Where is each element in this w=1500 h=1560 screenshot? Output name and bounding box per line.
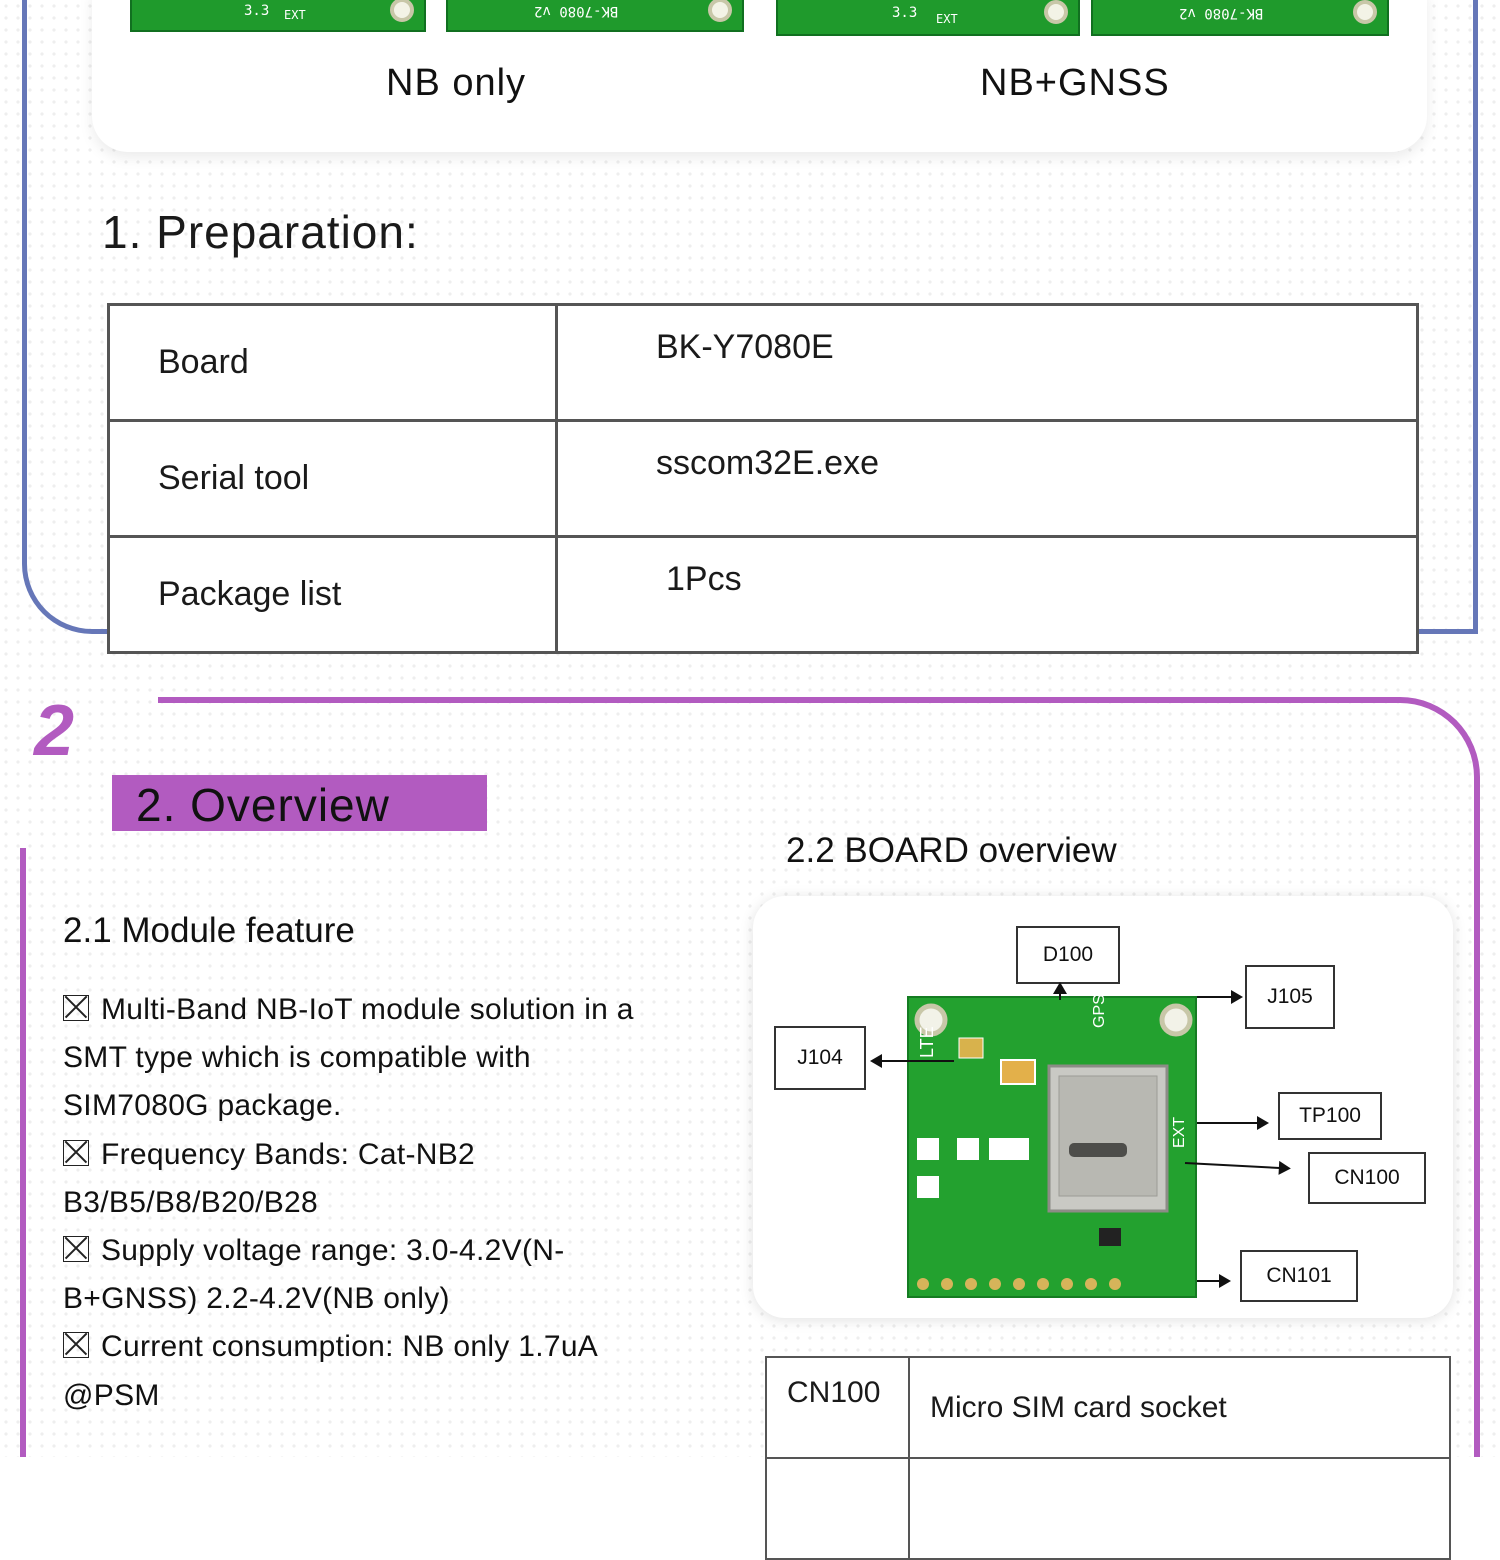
pcb-silk-ext: EXT: [1171, 1116, 1188, 1148]
caption-nb-only: NB only: [386, 62, 527, 104]
preparation-heading: 1. Preparation:: [102, 206, 419, 258]
table-row: Serial tool sscom32E.exe: [107, 419, 1419, 538]
pcb-silk-label: BK-7080 v2: [1179, 5, 1264, 21]
label-j104: J104: [774, 1026, 866, 1090]
table-value: 1Pcs: [555, 535, 1419, 654]
section2-frame-left: [20, 848, 26, 1457]
label-cn101: CN101: [1240, 1250, 1358, 1302]
checkbox-cross-icon: [63, 1332, 89, 1359]
table-row: [765, 1457, 1451, 1560]
table-key: Serial tool: [107, 419, 558, 538]
preparation-table: Board BK-Y7080E Serial tool sscom32E.exe…: [107, 303, 1419, 654]
table-value: [908, 1457, 1451, 1560]
feature-text: Multi-Band NB-IoT module solution in a S…: [63, 993, 634, 1123]
pcb-photo-nb-gnss-1: 3.3 EXT: [776, 0, 1080, 36]
label-d100: D100: [1016, 926, 1120, 984]
table-key: CN100: [765, 1356, 910, 1459]
table-value: Micro SIM card socket: [908, 1356, 1451, 1459]
board-components-illustration: [914, 1003, 1193, 1290]
overview-title: 2. Overview: [136, 779, 390, 831]
feature-text: Current consumption: NB only 1.7uA @PSM: [63, 1330, 597, 1412]
list-item: Current consumption: NB only 1.7uA @PSM: [63, 1323, 643, 1419]
section-number: 2: [34, 691, 75, 771]
arrow-left-icon: [870, 1054, 954, 1068]
table-row: Board BK-Y7080E: [107, 303, 1419, 422]
checkbox-cross-icon: [63, 995, 89, 1021]
connector-table: CN100 Micro SIM card socket: [765, 1356, 1451, 1560]
mounting-hole-icon: [1353, 0, 1377, 24]
pcb-silk-label: 3.3: [244, 3, 270, 19]
board-photo: LTE GPS EXT: [907, 994, 1197, 1298]
list-item: Supply voltage range: 3.0-4.2V(N-B+GNSS)…: [63, 1227, 643, 1323]
arrow-right-icon: [1197, 1274, 1231, 1288]
feature-text: Frequency Bands: Cat-NB2 B3/B5/B8/B20/B2…: [63, 1137, 476, 1219]
table-row: Package list 1Pcs: [107, 535, 1419, 654]
pcb-silk-ext: EXT: [936, 12, 958, 26]
list-item: Multi-Band NB-IoT module solution in a S…: [63, 986, 643, 1131]
arrow-up-icon: [1053, 982, 1067, 1000]
board-overview-heading: 2.2 BOARD overview: [786, 831, 1117, 870]
label-tp100: TP100: [1278, 1092, 1382, 1140]
pcb-photo-nb-only-2: BK-7080 v2: [446, 0, 744, 32]
mounting-hole-icon: [1044, 0, 1068, 24]
pcb-silk-ext: EXT: [284, 8, 306, 22]
pcb-silk-label: BK-7080 v2: [534, 3, 619, 19]
arrow-right-icon: [1197, 1116, 1269, 1130]
checkbox-cross-icon: [63, 1139, 89, 1166]
table-key: Board: [107, 303, 558, 422]
feature-list: Multi-Band NB-IoT module solution in a S…: [63, 986, 643, 1420]
pcb-silk-label: 3.3: [892, 5, 918, 21]
arrow-right-icon: [1197, 990, 1243, 1004]
pcb-silk-lte: LTE: [917, 1026, 937, 1058]
checkbox-cross-icon: [63, 1236, 89, 1263]
feature-text: Supply voltage range: 3.0-4.2V(N-B+GNSS)…: [63, 1234, 565, 1316]
table-row: CN100 Micro SIM card socket: [765, 1356, 1451, 1459]
pcb-photo-nb-gnss-2: BK-7080 v2: [1091, 0, 1389, 36]
mounting-hole-icon: [708, 0, 732, 22]
mounting-hole-icon: [390, 0, 414, 22]
table-value: BK-Y7080E: [555, 303, 1419, 422]
label-j105: J105: [1245, 965, 1335, 1029]
table-key: Package list: [107, 535, 558, 654]
module-feature-heading: 2.1 Module feature: [63, 911, 355, 950]
pcb-photo-nb-only-1: 3.3 EXT: [130, 0, 426, 32]
pcb-silk-gps: GPS: [1091, 994, 1108, 1028]
label-cn100: CN100: [1308, 1152, 1426, 1204]
section2-frame: [158, 697, 1480, 1457]
caption-nb-gnss: NB+GNSS: [980, 62, 1170, 104]
table-value: sscom32E.exe: [555, 419, 1419, 538]
list-item: Frequency Bands: Cat-NB2 B3/B5/B8/B20/B2…: [63, 1131, 643, 1227]
overview-title-bar: [112, 775, 487, 831]
table-key: [765, 1457, 910, 1560]
